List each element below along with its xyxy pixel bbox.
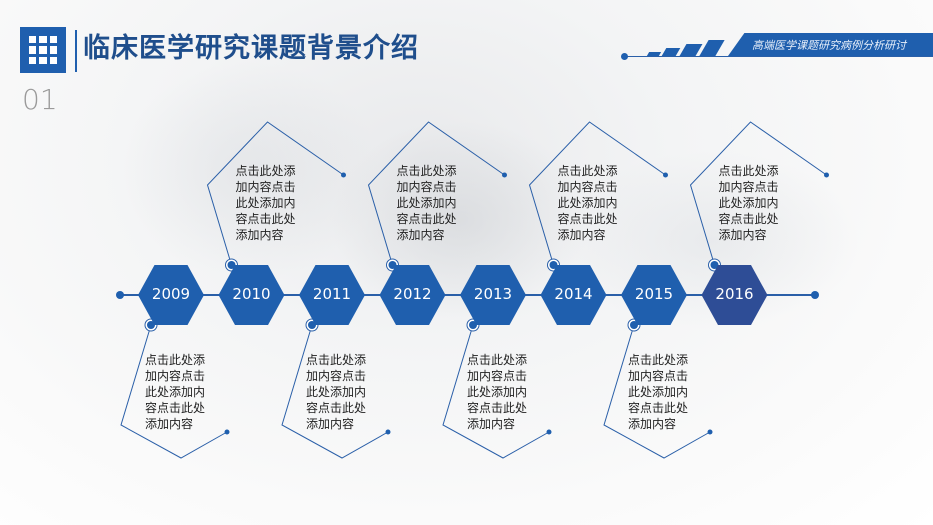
header-rule [624,56,933,57]
timeline-note: 点击此处添加内容点击此处添加内容点击此处添加内容 [557,164,618,242]
callout-end-dot [824,172,829,178]
callout-end-dot [502,172,507,178]
callout-connector [689,121,827,266]
callout-connector [281,324,389,459]
timeline-note: 点击此处添加内容点击此处添加内容点击此处添加内容 [306,353,367,431]
callout-end-dot [546,429,552,435]
year-label-2009: 2009 [151,285,191,303]
year-hexagon-2015 [621,265,687,325]
callout-connector [603,324,711,459]
callout-connector [528,121,666,266]
axis-end-dot [811,291,819,299]
callout-end-dot [341,172,346,178]
timeline-note: 点击此处添加内容点击此处添加内容点击此处添加内容 [235,164,296,242]
callout-end-dot [663,172,668,178]
title-divider [75,30,77,72]
callout-connector [442,324,550,459]
callout-anchor-dot [147,321,155,329]
year-hexagon-2011 [299,265,365,325]
callout-anchor-dot [469,321,477,329]
callout-anchor-dot [710,261,719,269]
callout-anchor-dot [308,321,316,329]
callout-anchor-dot [388,261,397,269]
year-label-2013: 2013 [473,285,513,303]
callout-end-dot [224,429,230,435]
year-label-2010: 2010 [232,285,271,303]
axis-end-dot [116,291,124,299]
callout-end-dot [385,429,391,435]
header-banner [728,33,933,56]
year-hexagon-2013 [460,265,526,325]
timeline-note: 点击此处添加内容点击此处添加内容点击此处添加内容 [145,353,206,431]
grid-logo-icon [20,27,66,73]
year-hexagon-2010 [218,265,285,325]
callout-connector [367,121,505,266]
page-title: 临床医学研究课题背景介绍 [83,33,419,64]
year-label-2015: 2015 [634,285,674,303]
timeline-note: 点击此处添加内容点击此处添加内容点击此处添加内容 [467,353,528,431]
callout-anchor-dot [549,261,558,269]
header-banner-text: 高端医学课题研究病例分析研讨 [752,39,906,52]
slide-number: 01 [22,83,58,116]
timeline-note: 点击此处添加内容点击此处添加内容点击此处添加内容 [718,164,779,242]
callout-connector [206,121,344,266]
callout-anchor-dot [630,321,638,329]
year-hexagon-2009 [138,265,204,325]
year-label-2011: 2011 [312,285,352,303]
callout-anchor-dot [227,261,236,269]
year-hexagon-2012 [379,265,446,325]
timeline-note: 点击此处添加内容点击此处添加内容点击此处添加内容 [628,353,689,431]
year-label-2014: 2014 [554,285,593,303]
year-label-2016: 2016 [715,285,754,303]
year-label-2012: 2012 [393,285,432,303]
year-hexagon-2014 [540,265,607,325]
timeline-note: 点击此处添加内容点击此处添加内容点击此处添加内容 [396,164,457,242]
year-hexagon-2016 [701,265,768,325]
callout-end-dot [707,429,713,435]
callout-connector [120,324,228,459]
header-rule-dot [621,53,628,60]
